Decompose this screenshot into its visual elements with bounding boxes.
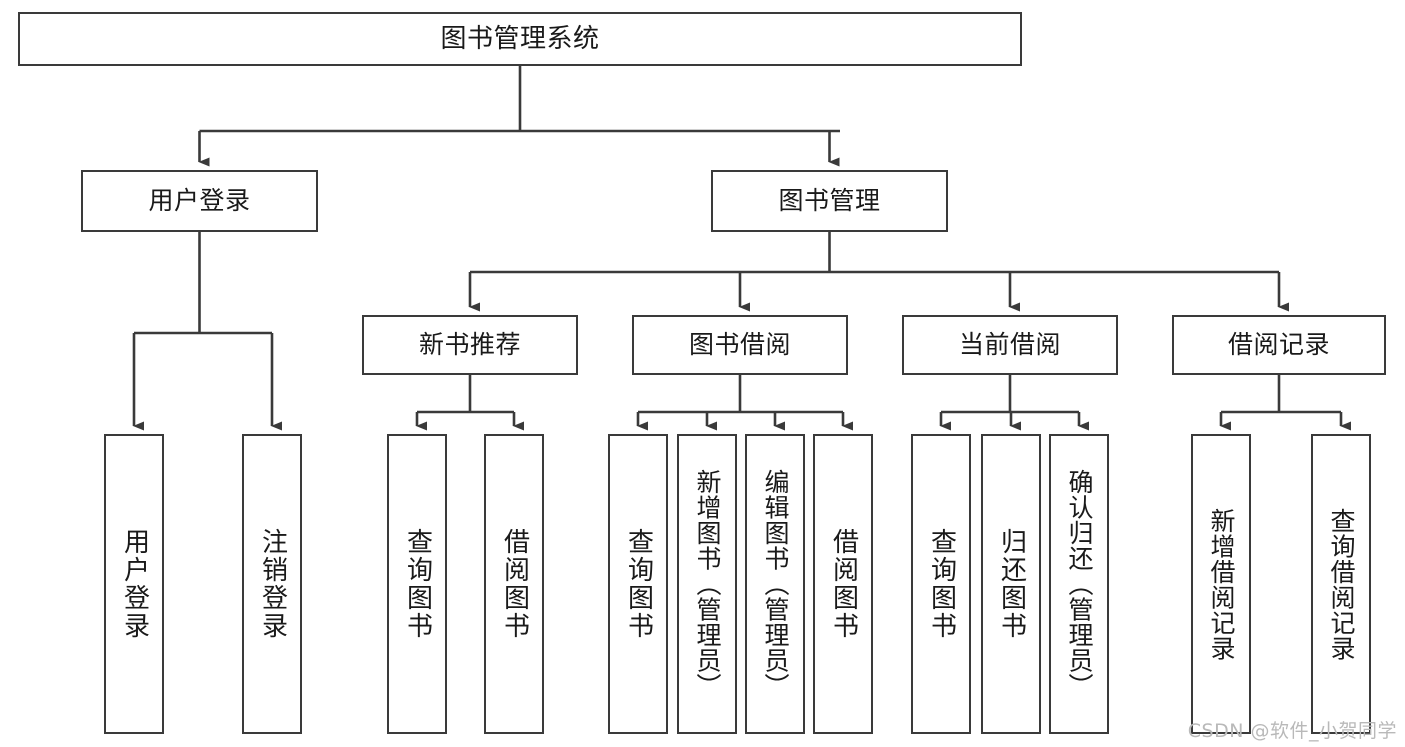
node-leaf-query-book-current-label: 查询图书 — [926, 528, 957, 640]
node-leaf-query-book-recommend[interactable]: 查询图书 — [387, 434, 447, 734]
node-user-login-label: 用户登录 — [148, 186, 251, 216]
node-root[interactable]: 图书管理系统 — [18, 12, 1022, 66]
node-leaf-query-book-borrow[interactable]: 查询图书 — [608, 434, 668, 734]
node-new-book-recommend[interactable]: 新书推荐 — [362, 315, 578, 375]
node-leaf-add-book-label: 新增图书（管理员） — [693, 469, 722, 699]
node-leaf-user-login-label: 用户登录 — [119, 528, 150, 640]
node-current-borrow[interactable]: 当前借阅 — [902, 315, 1118, 375]
node-user-login[interactable]: 用户登录 — [81, 170, 318, 232]
node-leaf-edit-book-label: 编辑图书（管理员） — [761, 469, 790, 699]
node-book-manage-label: 图书管理 — [778, 186, 881, 216]
node-leaf-query-borrow-record-label: 查询借阅记录 — [1327, 507, 1356, 661]
node-leaf-add-borrow-record-label: 新增借阅记录 — [1207, 507, 1236, 661]
node-root-label: 图书管理系统 — [440, 23, 600, 54]
node-leaf-query-book-borrow-label: 查询图书 — [623, 528, 654, 640]
node-leaf-return-book[interactable]: 归还图书 — [981, 434, 1041, 734]
node-current-borrow-label: 当前借阅 — [958, 330, 1061, 360]
node-leaf-confirm-return[interactable]: 确认归还（管理员） — [1049, 434, 1109, 734]
node-leaf-logout-label: 注销登录 — [257, 528, 288, 640]
node-leaf-user-login[interactable]: 用户登录 — [104, 434, 164, 734]
node-new-book-recommend-label: 新书推荐 — [418, 330, 521, 360]
node-leaf-confirm-return-label: 确认归还（管理员） — [1065, 469, 1094, 699]
node-book-manage[interactable]: 图书管理 — [711, 170, 948, 232]
node-leaf-add-book[interactable]: 新增图书（管理员） — [677, 434, 737, 734]
watermark-text: CSDN @软件_小贺同学 — [1187, 720, 1397, 742]
node-leaf-borrow-book[interactable]: 借阅图书 — [813, 434, 873, 734]
node-borrow-record[interactable]: 借阅记录 — [1172, 315, 1386, 375]
node-leaf-borrow-book-label: 借阅图书 — [828, 528, 859, 640]
node-leaf-logout[interactable]: 注销登录 — [242, 434, 302, 734]
node-leaf-query-book-current[interactable]: 查询图书 — [911, 434, 971, 734]
node-book-borrow-label: 图书借阅 — [688, 330, 791, 360]
node-borrow-record-label: 借阅记录 — [1227, 330, 1330, 360]
node-leaf-edit-book[interactable]: 编辑图书（管理员） — [745, 434, 805, 734]
node-leaf-return-book-label: 归还图书 — [996, 528, 1027, 640]
node-book-borrow[interactable]: 图书借阅 — [632, 315, 848, 375]
node-leaf-query-borrow-record[interactable]: 查询借阅记录 — [1311, 434, 1371, 734]
node-leaf-borrow-book-recommend-label: 借阅图书 — [499, 528, 530, 640]
node-leaf-borrow-book-recommend[interactable]: 借阅图书 — [484, 434, 544, 734]
node-leaf-query-book-recommend-label: 查询图书 — [402, 528, 433, 640]
node-leaf-add-borrow-record[interactable]: 新增借阅记录 — [1191, 434, 1251, 734]
